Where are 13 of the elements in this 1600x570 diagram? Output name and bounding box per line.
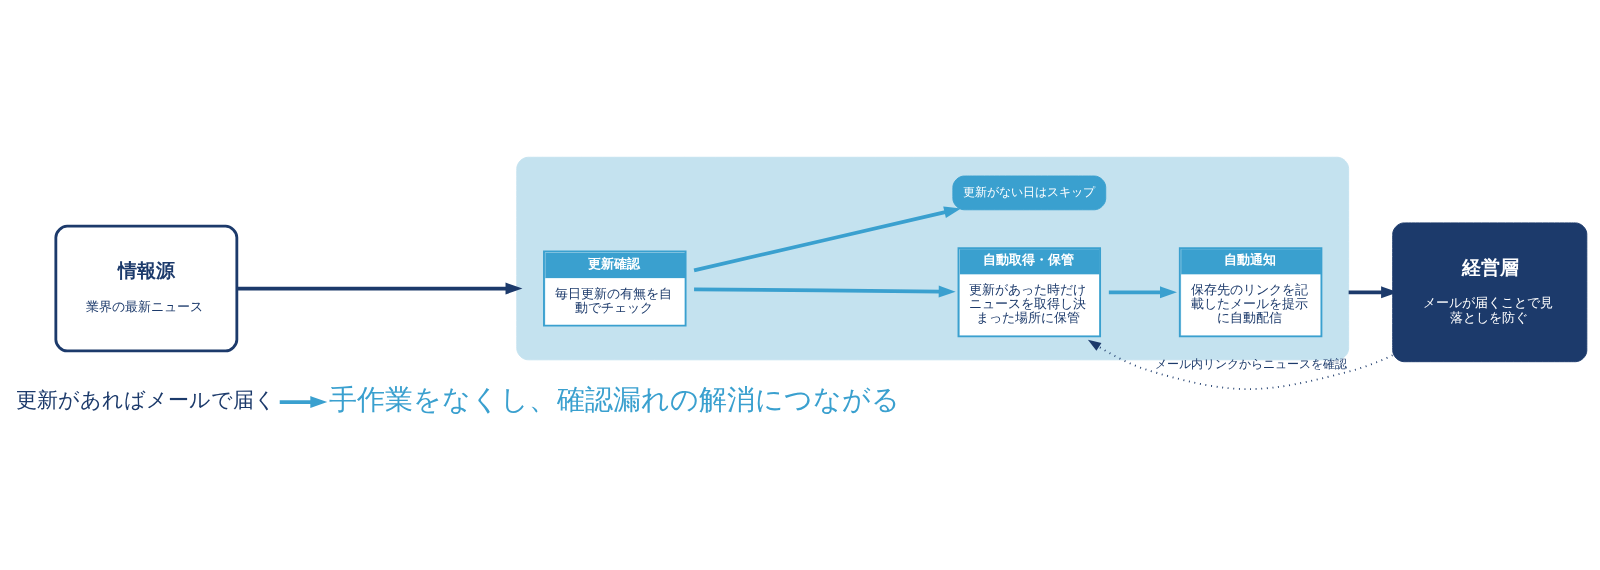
- arrow: [694, 285, 956, 297]
- arrow: [693, 206, 962, 272]
- arrow: [1108, 285, 1177, 298]
- cluster: [516, 156, 1350, 360]
- arrow: [1087, 339, 1394, 390]
- node-box: 更新がない日はスキップ: [952, 175, 1107, 210]
- node-text: 手作業をなくし、確認漏れの解消につながる: [329, 382, 901, 416]
- edge-label: メール内リンクからニュースを確認: [1154, 356, 1347, 371]
- node-box: 情報源 業界の最新ニュース: [54, 224, 239, 352]
- node-text: 更新があればメールで届く: [16, 387, 277, 412]
- arrow: [279, 395, 328, 408]
- arrow: [236, 282, 523, 294]
- node-box: 経営層 メールが届くことで見落としを防ぐ: [1392, 221, 1588, 362]
